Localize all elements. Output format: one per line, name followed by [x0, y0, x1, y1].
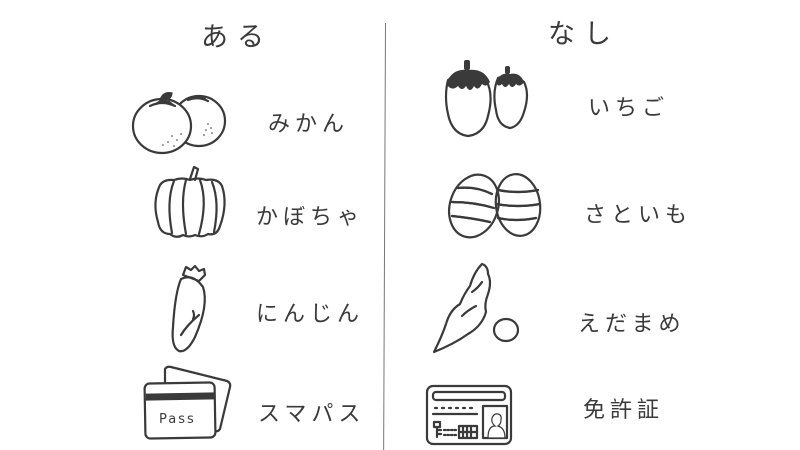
heading-not-have: なし [548, 19, 620, 50]
mandarin-orange-icon [130, 86, 230, 160]
heading-have: ある [201, 22, 273, 53]
pass-card-icon: Pass [143, 365, 238, 449]
item-label: スマパス [258, 402, 366, 427]
carrot-icon [155, 263, 215, 362]
item-label: にんじん [256, 302, 365, 327]
item-label: えだまめ [578, 312, 686, 337]
pumpkin-icon [152, 163, 232, 247]
item-label: かぼちゃ [256, 205, 365, 230]
drivers-license-icon [425, 384, 515, 450]
item-label: いちご [588, 96, 670, 121]
edamame-icon [430, 262, 525, 361]
card-text: Pass [159, 412, 196, 427]
strawberry-icon [442, 60, 537, 144]
item-label: さといも [584, 203, 693, 228]
taro-icon [444, 170, 544, 244]
item-label: みかん [268, 112, 350, 137]
column-divider [383, 22, 386, 450]
item-label: 免許証 [583, 398, 665, 423]
